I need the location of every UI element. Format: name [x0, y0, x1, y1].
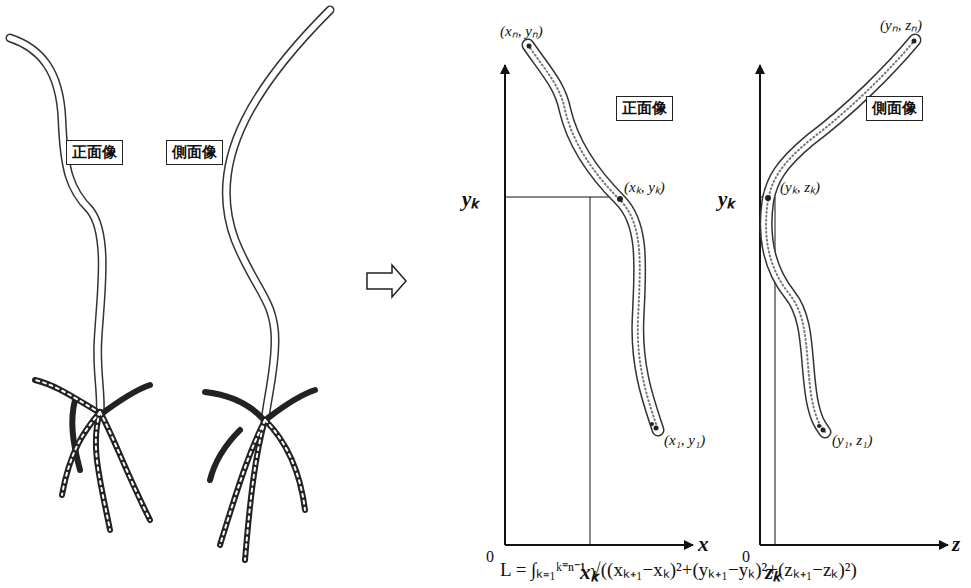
- view-label: 正面像: [66, 140, 123, 165]
- point-label: (y₁, z₁): [832, 432, 872, 449]
- axis-name: z: [952, 532, 960, 557]
- point-label: (yₖ, zₖ): [780, 176, 820, 196]
- point-label: (yₙ, zₙ): [880, 14, 922, 34]
- view-label: 側面像: [166, 140, 223, 165]
- view-label: 側面像: [866, 96, 923, 121]
- axis-value: yₖ: [462, 184, 478, 212]
- point-label: (x₁, y₁): [664, 432, 705, 449]
- box-text: 側面像: [872, 99, 917, 117]
- box-text: 正面像: [72, 143, 117, 161]
- box-text: 正面像: [622, 99, 667, 117]
- length-formula: L = ∫ₖ₌₁ᵏ⁼ⁿ⁻¹ √((xₖ₊₁−xₖ)²+(yₖ₊₁−yₖ)²+(z…: [500, 556, 857, 582]
- point-label: (xₖ, yₖ): [624, 176, 665, 196]
- origin-label: 0: [486, 548, 494, 566]
- axis-value: yₖ: [718, 184, 734, 212]
- view-label: 正面像: [616, 96, 673, 121]
- axis-name: x: [698, 532, 709, 557]
- box-text: 側面像: [172, 143, 217, 161]
- point-label: (xₙ, yₙ): [500, 20, 543, 40]
